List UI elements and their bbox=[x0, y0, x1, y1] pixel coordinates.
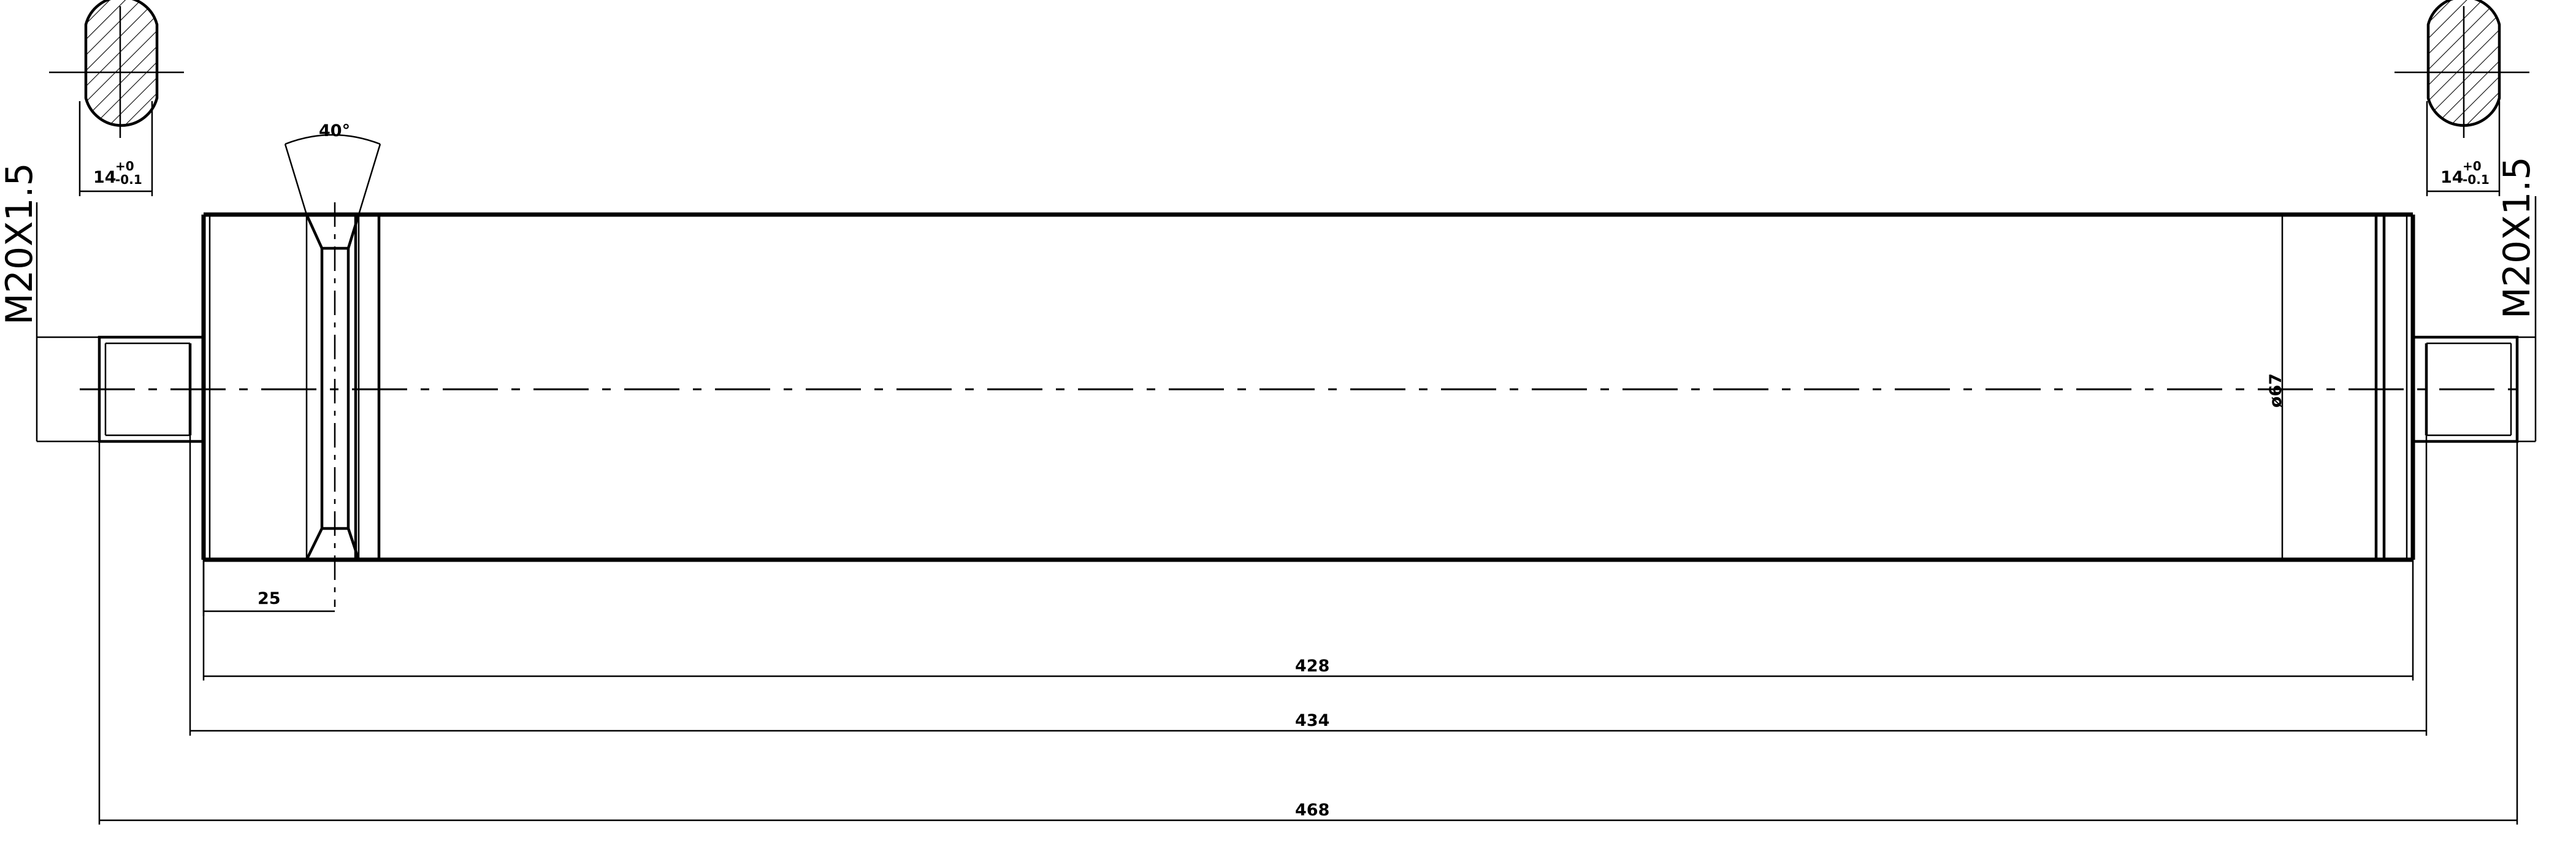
roller-body bbox=[201, 212, 2415, 562]
dim-25: 25 bbox=[202, 560, 335, 616]
diameter-label: ø67 bbox=[2266, 373, 2285, 408]
right-shaft: M20X1.5 bbox=[2411, 156, 2539, 443]
left-section-outline bbox=[84, 0, 159, 127]
v-groove-top bbox=[305, 214, 361, 250]
dim-468: 468 bbox=[98, 441, 2518, 825]
left-flat-nominal: 14 bbox=[93, 168, 117, 187]
dim-434: 434 bbox=[189, 435, 2428, 736]
dim-25-label: 25 bbox=[258, 589, 281, 608]
right-shaft-section: 14 +0 -0.1 bbox=[2394, 0, 2529, 196]
dim-428: 428 bbox=[202, 560, 2414, 681]
left-flat-lower-tol: -0.1 bbox=[115, 172, 142, 187]
right-section-outline bbox=[2426, 0, 2501, 127]
right-flat-nominal: 14 bbox=[2440, 168, 2464, 187]
right-thread-label: M20X1.5 bbox=[2496, 156, 2539, 319]
groove-angle: 40° bbox=[284, 121, 381, 215]
left-shaft: M20X1.5 bbox=[0, 162, 205, 443]
dim-434-label: 434 bbox=[1295, 711, 1329, 730]
left-thread-label: M20X1.5 bbox=[0, 162, 41, 325]
right-flat-lower-tol: -0.1 bbox=[2463, 172, 2490, 187]
dim-428-label: 428 bbox=[1295, 657, 1329, 676]
v-groove-bottom bbox=[305, 527, 361, 560]
dim-468-label: 468 bbox=[1295, 801, 1329, 820]
groove-angle-label: 40° bbox=[319, 121, 350, 140]
left-flat-upper-tol: +0 bbox=[115, 159, 134, 173]
left-shaft-section: 14 +0 -0.1 bbox=[49, 0, 184, 196]
right-flat-upper-tol: +0 bbox=[2463, 159, 2482, 173]
